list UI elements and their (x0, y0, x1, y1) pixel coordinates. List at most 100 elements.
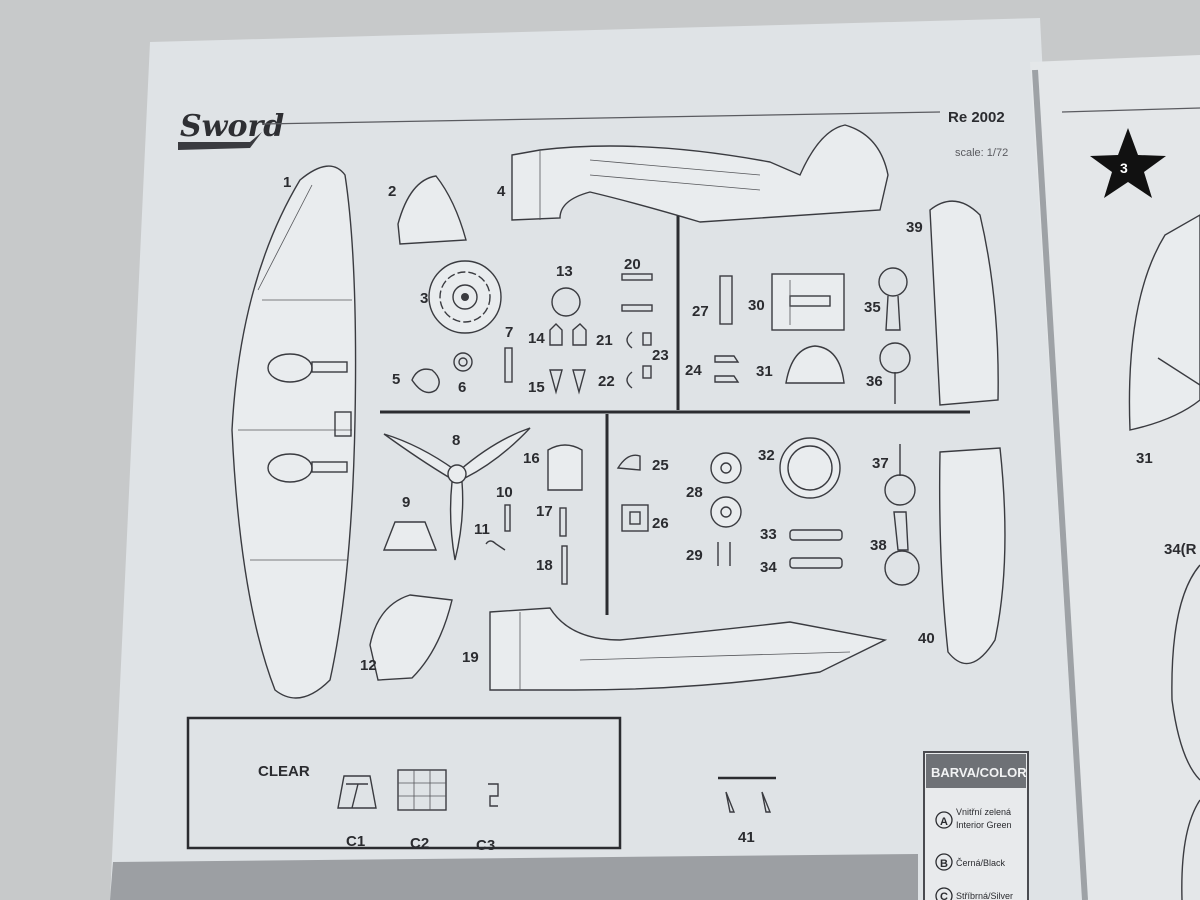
part-24 (714, 355, 740, 383)
part-32-cowling-ring (779, 437, 841, 499)
label-26: 26 (652, 515, 669, 532)
right-page-part-curve (1171, 564, 1200, 781)
step-star-badge: 3 (1090, 128, 1166, 198)
legend-a-cz: Vnitřní zelená (956, 807, 1011, 817)
label-19: 19 (462, 649, 479, 666)
label-18: 18 (536, 557, 553, 574)
part-4-fuselage-half (511, 124, 889, 223)
label-17: 17 (536, 503, 553, 520)
label-39: 39 (906, 219, 923, 236)
label-16: 16 (523, 450, 540, 467)
part-31 (785, 345, 845, 384)
part-35 (878, 267, 908, 331)
part-28-wheel-2 (710, 496, 742, 528)
part-38 (884, 511, 920, 586)
label-c3: C3 (476, 837, 495, 854)
part-13 (551, 287, 581, 317)
part-27 (719, 275, 733, 325)
part-37 (884, 444, 916, 506)
part-21 (626, 331, 633, 349)
left-page (110, 18, 1085, 900)
brand-logo-text: Sword (180, 109, 284, 144)
label-8: 8 (452, 432, 460, 449)
part-7 (504, 347, 513, 383)
right-page-part-31 (1128, 214, 1200, 431)
label-7: 7 (505, 324, 513, 341)
part-8-propeller (383, 427, 531, 561)
label-40: 40 (918, 630, 935, 647)
part-16 (547, 444, 583, 491)
part-12-rudder (369, 594, 453, 681)
part-3-engine (428, 260, 502, 334)
part-11 (485, 540, 506, 551)
part-39-wing-upper (929, 200, 999, 406)
step-number: 3 (1120, 160, 1128, 176)
part-23 (642, 332, 652, 346)
label-41: 41 (738, 829, 755, 846)
label-21: 21 (596, 332, 613, 349)
part-41 (725, 791, 772, 813)
part-1-wing (231, 165, 357, 699)
part-34 (789, 557, 843, 569)
part-29 (717, 542, 731, 566)
label-35: 35 (864, 299, 881, 316)
legend-a-letter: A (940, 816, 948, 828)
part-15 (549, 369, 586, 395)
footer-band (110, 854, 918, 900)
label-32: 32 (758, 447, 775, 464)
part-18 (561, 545, 568, 585)
label-10: 10 (496, 484, 513, 501)
part-6 (453, 352, 473, 372)
clear-title: CLEAR (258, 763, 310, 780)
label-c2: C2 (410, 835, 429, 852)
right-label-34: 34(R (1164, 541, 1197, 558)
label-15: 15 (528, 379, 545, 396)
label-37: 37 (872, 455, 889, 472)
part-c2-canopy (397, 769, 447, 811)
label-24: 24 (685, 362, 702, 379)
legend-c-letter: C (940, 891, 948, 900)
part-10 (504, 504, 511, 532)
label-12: 12 (360, 657, 377, 674)
part-30-instrument-panel (771, 273, 845, 331)
part-c1-windscreen (337, 775, 377, 809)
label-13: 13 (556, 263, 573, 280)
label-29: 29 (686, 547, 703, 564)
legend-c-text: Stříbrná/Silver (956, 891, 1013, 900)
legend-b-letter: B (940, 858, 948, 870)
label-3: 3 (420, 290, 428, 307)
label-c1: C1 (346, 833, 365, 850)
label-31: 31 (756, 363, 773, 380)
label-6: 6 (458, 379, 466, 396)
label-27: 27 (692, 303, 709, 320)
model-name: Re 2002 (948, 109, 1005, 126)
label-4: 4 (497, 183, 506, 200)
part-14 (549, 323, 587, 346)
label-11: 11 (474, 521, 490, 538)
part-26 (621, 504, 649, 532)
label-38: 38 (870, 537, 887, 554)
label-28: 28 (686, 484, 703, 501)
legend-a-en: Interior Green (956, 820, 1012, 830)
part-28-wheel (710, 452, 742, 484)
part-33 (789, 529, 843, 541)
label-2: 2 (388, 183, 396, 200)
label-33: 33 (760, 526, 777, 543)
label-9: 9 (402, 494, 410, 511)
right-label-31: 31 (1136, 450, 1153, 467)
header-rule (261, 111, 941, 125)
label-36: 36 (866, 373, 883, 390)
part-36 (879, 342, 911, 404)
label-23: 23 (652, 347, 669, 364)
clear-parts-box (186, 716, 622, 850)
scale-text: scale: 1/72 (955, 147, 1008, 159)
part-22 (626, 371, 633, 389)
label-14: 14 (528, 330, 545, 347)
label-1: 1 (283, 174, 291, 191)
sword-logo: Sword (178, 109, 284, 150)
label-25: 25 (652, 457, 669, 474)
part-9 (382, 521, 438, 551)
label-20: 20 (624, 256, 641, 273)
label-30: 30 (748, 297, 765, 314)
